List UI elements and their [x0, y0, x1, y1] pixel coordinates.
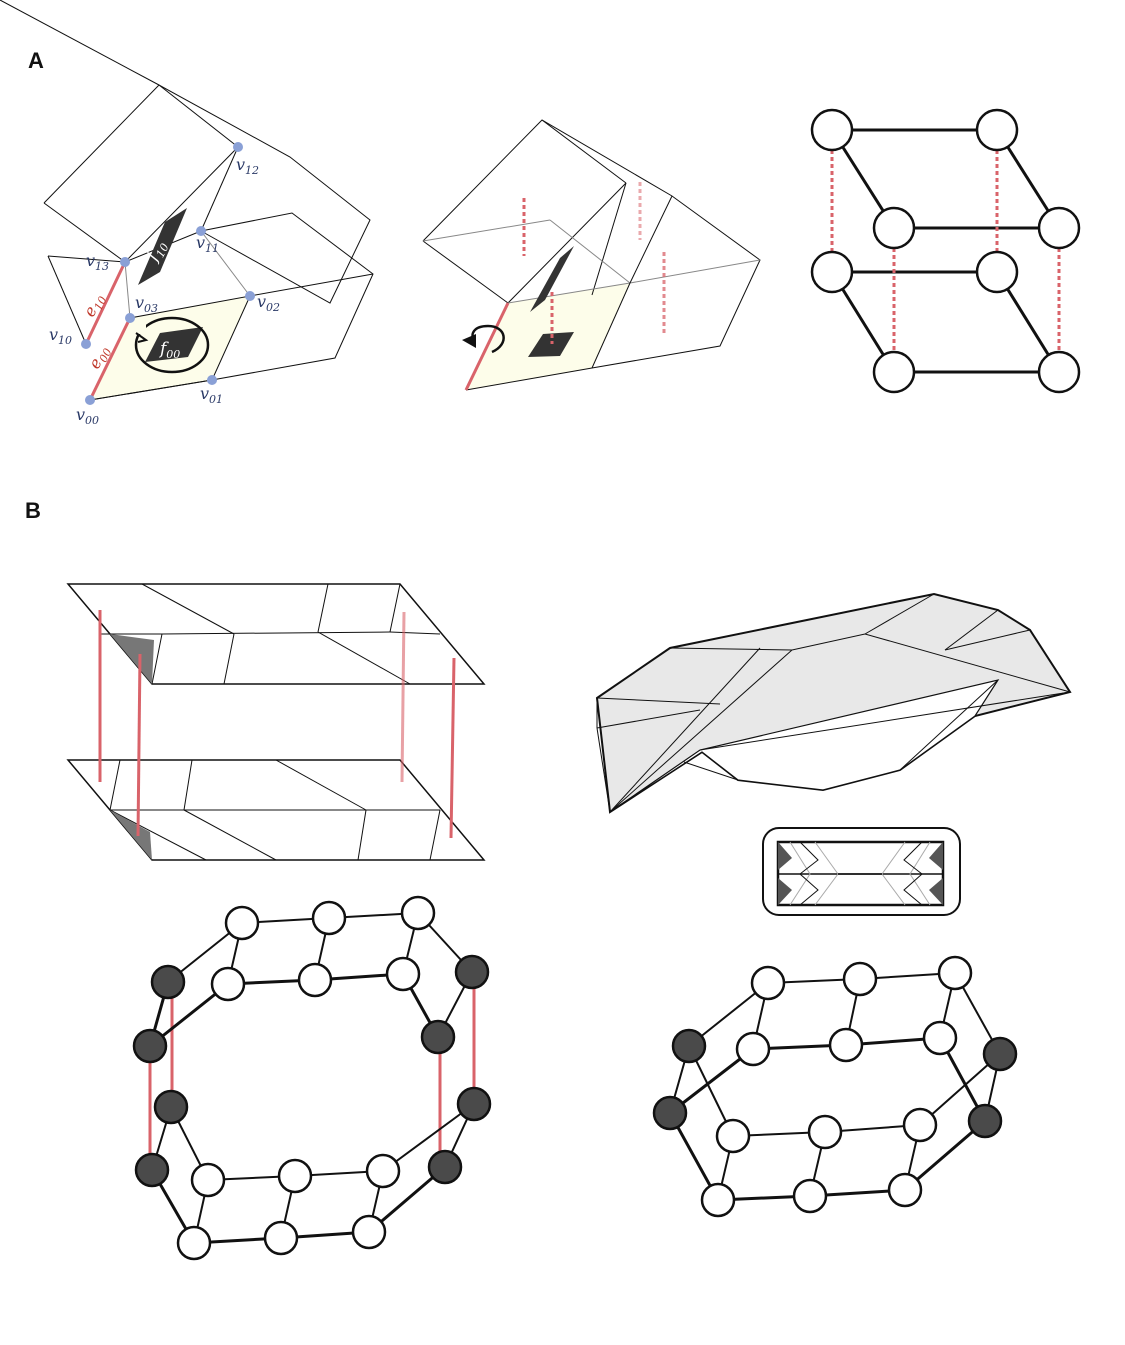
rotation-arrow-icon: [471, 324, 505, 354]
label-f00: f00: [158, 339, 180, 361]
face-f00-shape: [145, 327, 203, 362]
label-v12: v12: [236, 155, 259, 177]
panel-b-right-graph: [652, 955, 1018, 1218]
label-e10: e10: [80, 290, 110, 321]
panel-b-exploded-layers: [66, 583, 486, 861]
label-v00: v00: [76, 405, 99, 427]
crease-pattern-inset: [762, 827, 961, 916]
panel-a-left-diagram: v00 v01 v02 v03 v10 v11 v12 v13 e00 e10 …: [0, 0, 374, 427]
label-v13: v13: [86, 251, 109, 273]
middle-red-edge: [464, 302, 510, 391]
middle-lower-rhombus: [528, 332, 574, 357]
label-v03: v03: [135, 293, 158, 315]
middle-upper-rhombus: [530, 246, 574, 312]
panel-b-left-graph: [132, 895, 492, 1261]
label-v11: v11: [196, 233, 219, 255]
label-v02: v02: [257, 292, 280, 314]
face-f10-shape: [138, 208, 187, 285]
panel-label-a: A: [28, 48, 44, 73]
label-v01: v01: [200, 384, 223, 406]
panel-a-right-graph: [810, 108, 1081, 394]
panel-label-b: B: [25, 498, 41, 523]
panel-b-folded-shape: [595, 592, 1072, 814]
rotation-arrow-icon: [134, 316, 210, 374]
edge-e10: [84, 261, 127, 345]
edge-e00: [88, 317, 132, 401]
panel-a-middle-diagram: [422, 119, 761, 391]
label-v10: v10: [49, 325, 72, 347]
